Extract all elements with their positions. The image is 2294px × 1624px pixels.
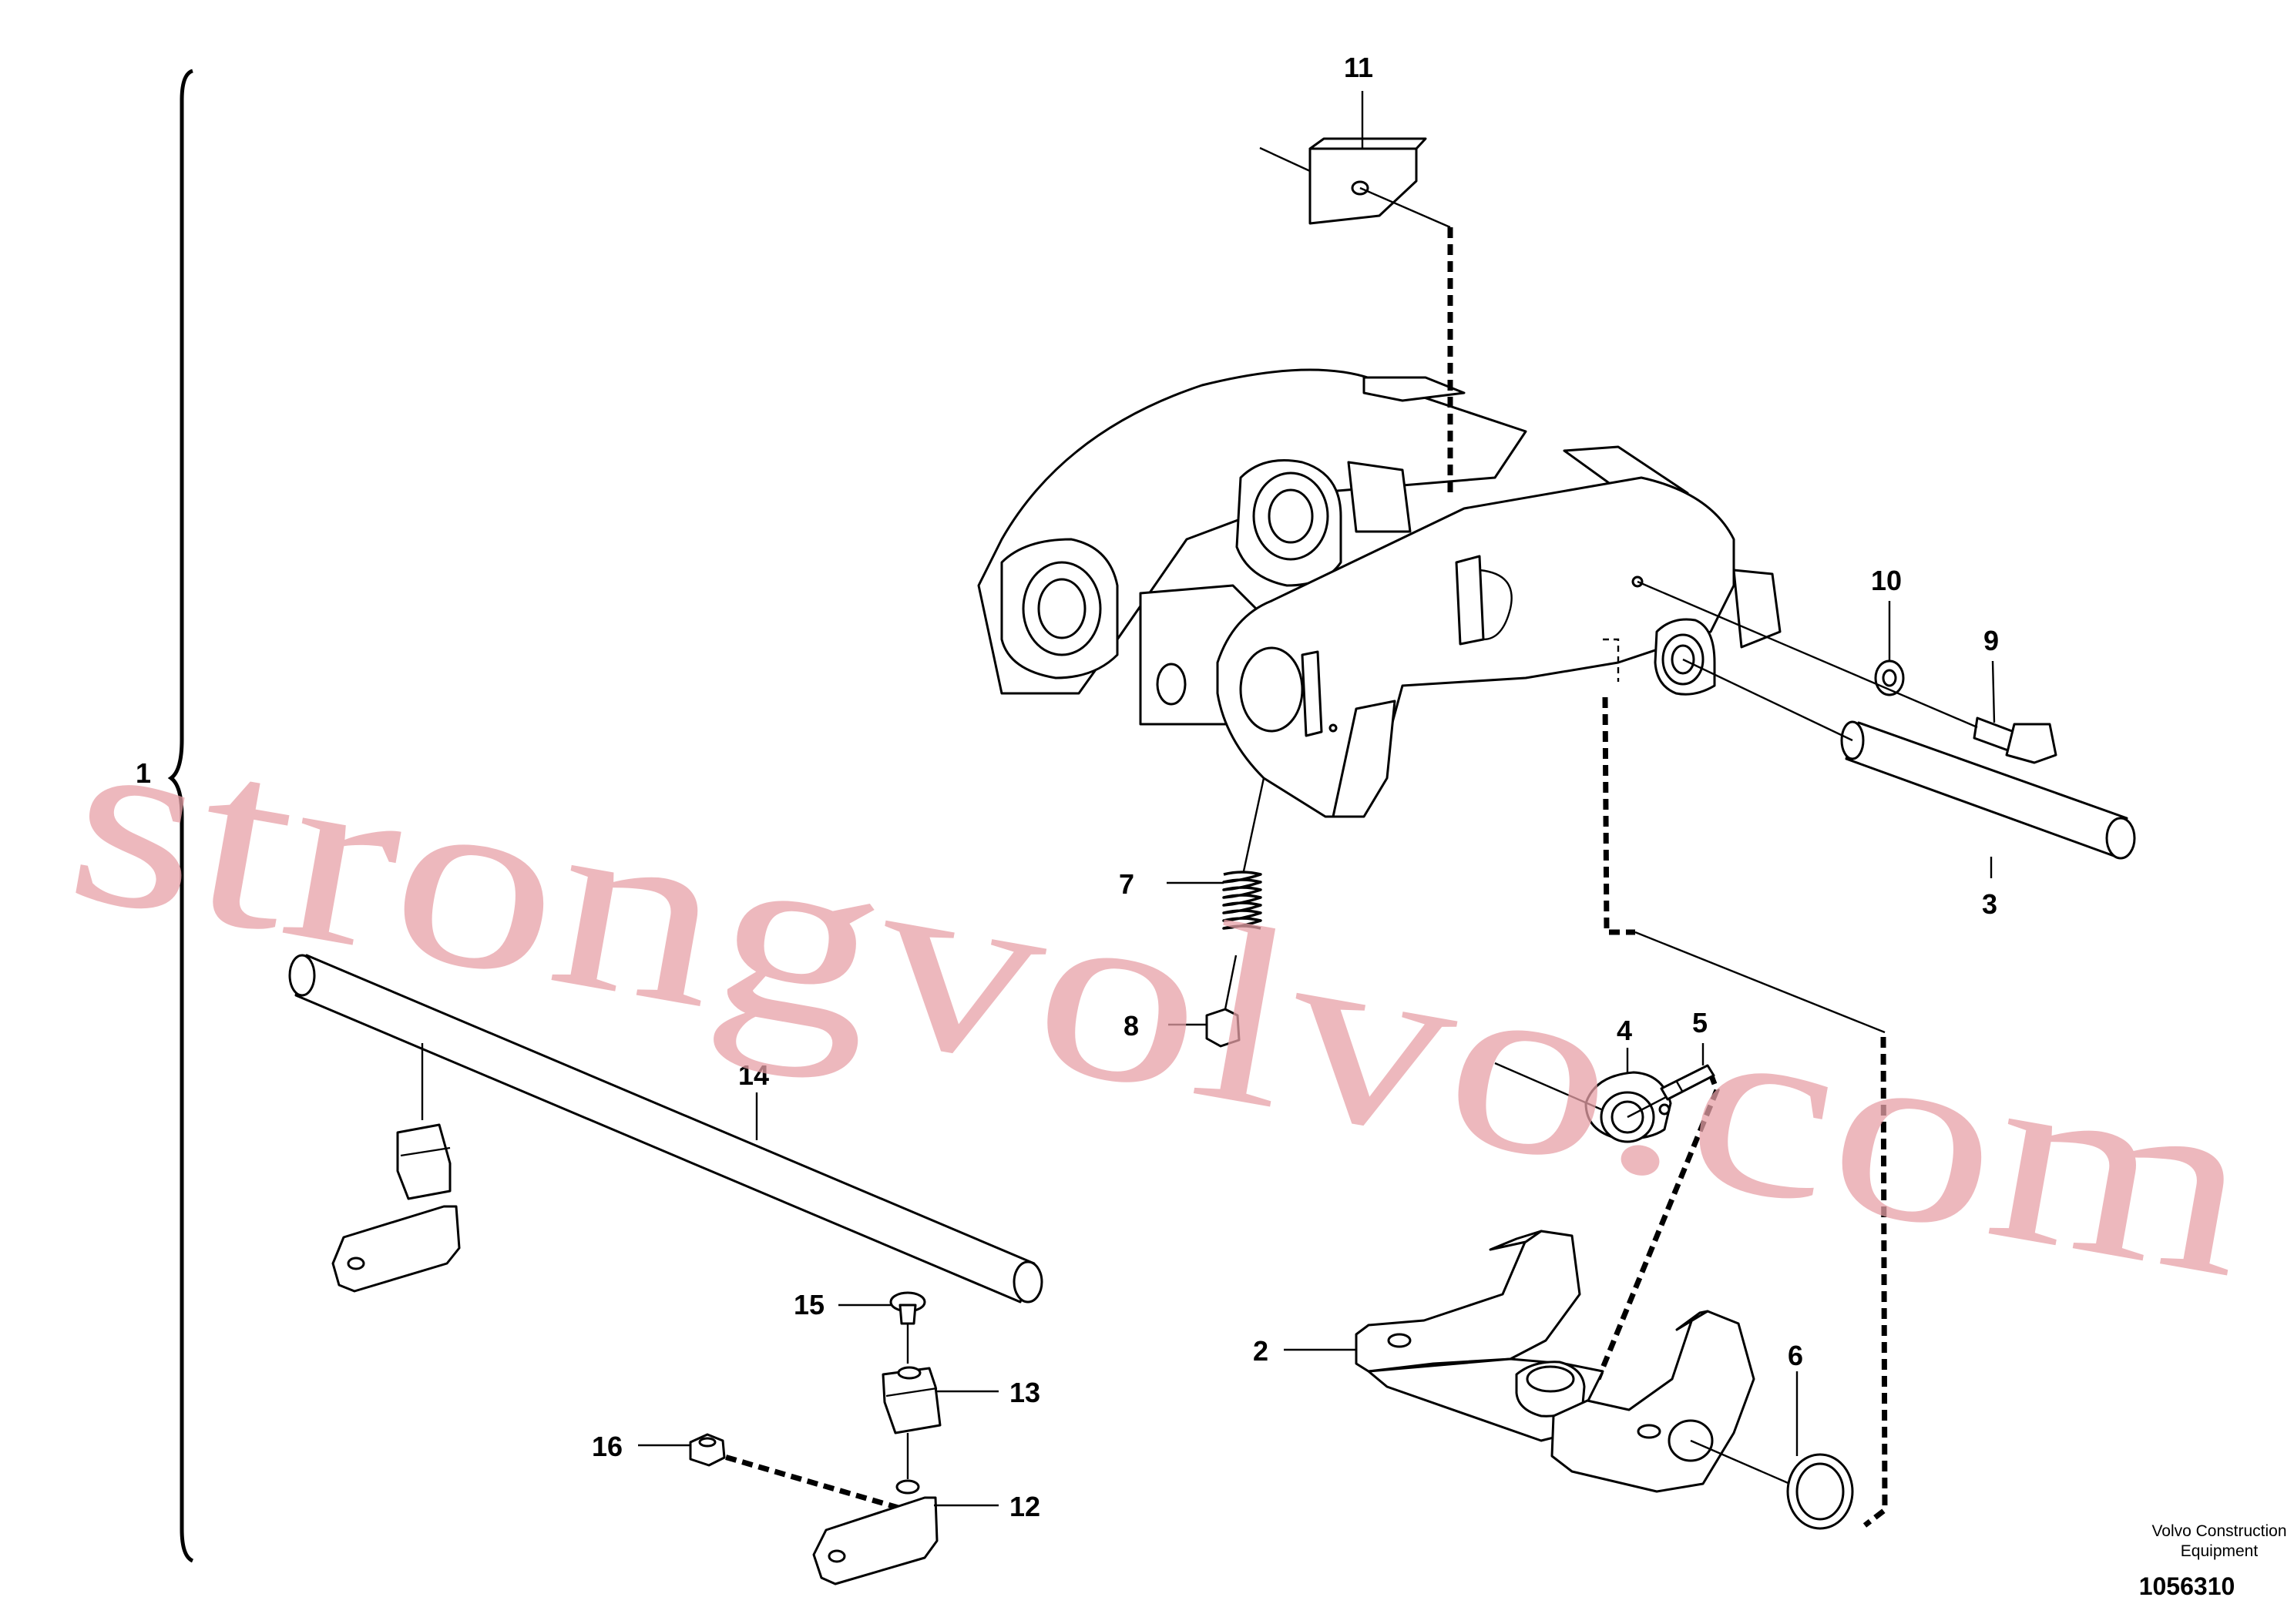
callout-11: 11 <box>1344 52 1373 83</box>
callout-2: 2 <box>1253 1335 1268 1367</box>
part-15-screw <box>889 1291 926 1364</box>
callout-5: 5 <box>1692 1007 1708 1038</box>
part-16-nut <box>689 1433 726 1467</box>
callout-7: 7 <box>1119 868 1134 900</box>
callout-3: 3 <box>1982 888 1997 920</box>
callout-6: 6 <box>1788 1340 1803 1371</box>
callout-16: 16 <box>592 1431 623 1462</box>
callout-9: 9 <box>1983 625 1999 656</box>
callout-15: 15 <box>794 1289 825 1320</box>
callout-13: 13 <box>1009 1377 1040 1408</box>
part-14-rod <box>288 954 1043 1304</box>
dash-line-16 <box>706 1436 907 1513</box>
callout-8: 8 <box>1123 1010 1139 1042</box>
callout-4: 4 <box>1617 1015 1632 1046</box>
part-12-bracket <box>812 1479 939 1585</box>
part-4-collar <box>1494 1062 1711 1143</box>
brand-line-2: Equipment <box>2181 1542 2259 1560</box>
dash-line-right <box>1602 696 1635 935</box>
callout-14: 14 <box>738 1059 769 1091</box>
coupler-body <box>977 368 1782 818</box>
part-2-brackets <box>1355 1230 1798 1493</box>
brand-line-1: Volvo Construction <box>2151 1522 2286 1540</box>
callout-12: 12 <box>1009 1491 1040 1522</box>
part-7-spring <box>1222 777 1265 1010</box>
part-11-wear-pad <box>1259 137 1451 229</box>
callout-1: 1 <box>136 757 151 789</box>
assembly-brace <box>167 69 194 1563</box>
callout-10: 10 <box>1871 565 1902 596</box>
part-13-clamp <box>882 1366 942 1479</box>
drawing-number: 1056310 <box>2139 1572 2235 1600</box>
part-5-roll-pin <box>1660 1064 1715 1101</box>
part-3-pin <box>1682 658 2136 860</box>
dash-line-4 <box>1595 1072 1720 1381</box>
part-6-o-ring <box>1786 1453 1854 1530</box>
part-8-cap <box>1205 1008 1241 1048</box>
dash-line-6 <box>1862 1036 1888 1528</box>
part-9-bolt <box>1637 580 2057 764</box>
